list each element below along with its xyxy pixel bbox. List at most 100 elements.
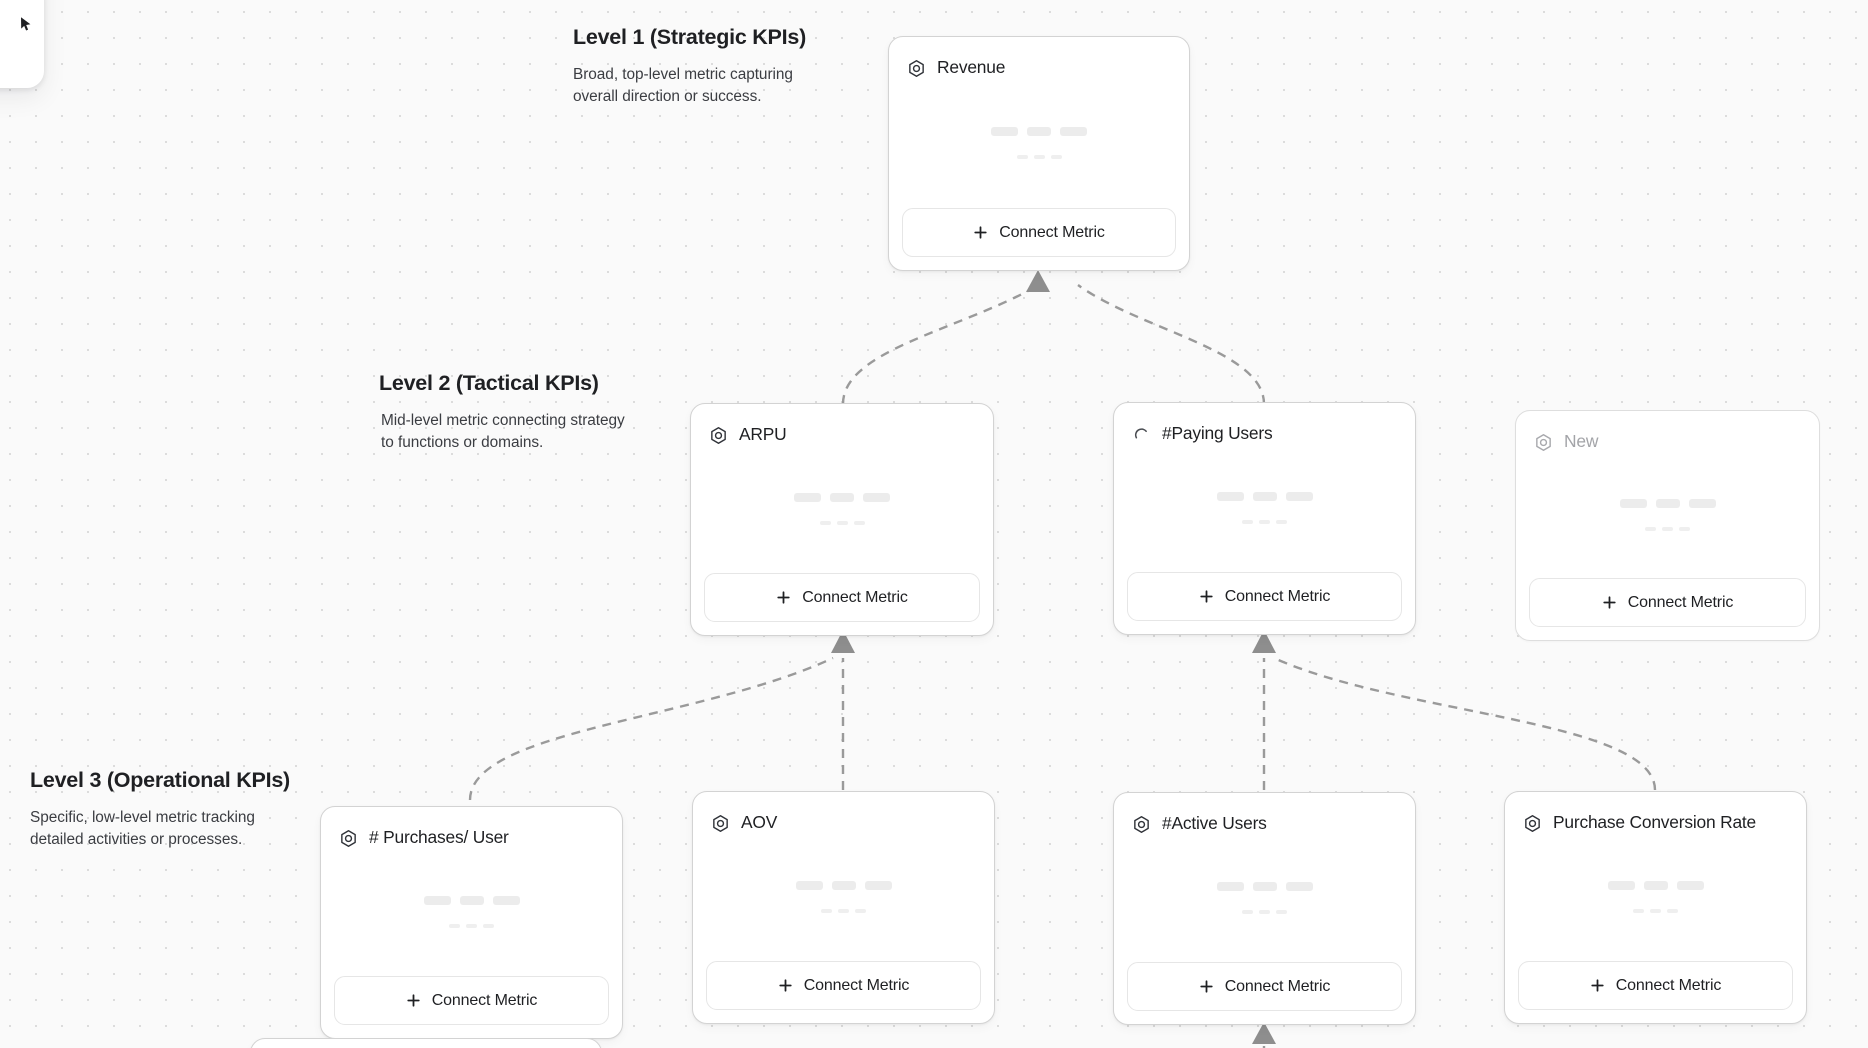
skeleton-bar <box>1033 154 1045 159</box>
skeleton-bar <box>1216 881 1244 891</box>
card-skeleton-body <box>693 838 994 961</box>
card-skeleton-body <box>321 853 622 976</box>
hexagon-metric-icon <box>709 426 728 445</box>
connect-metric-button[interactable]: Connect Metric <box>902 208 1176 257</box>
skeleton-row-secondary <box>1242 519 1287 524</box>
skeleton-row-secondary <box>1633 908 1678 913</box>
card-header: Revenue <box>889 37 1189 83</box>
skeleton-row-primary <box>1619 498 1716 508</box>
card-header <box>251 1039 601 1048</box>
level-2-title: Level 2 (Tactical KPIs) <box>379 371 599 395</box>
skeleton-bar <box>1633 908 1644 913</box>
card-title: Purchase Conversion Rate <box>1553 812 1757 833</box>
plus-icon <box>776 590 791 605</box>
skeleton-bar <box>853 520 865 525</box>
level-1-label: Level 1 (Strategic KPIs) Broad, top-leve… <box>573 24 833 109</box>
metric-card-purchase-conversion-rate[interactable]: Purchase Conversion Rate Connect Metric <box>1504 791 1807 1024</box>
skeleton-bar <box>1662 526 1673 531</box>
skeleton-bar <box>423 895 451 905</box>
card-skeleton-body <box>691 450 993 573</box>
skeleton-row-primary <box>1216 881 1313 891</box>
skeleton-bar <box>1667 908 1678 913</box>
plus-icon <box>973 225 988 240</box>
skeleton-bar <box>1216 491 1244 501</box>
hexagon-metric-icon <box>907 59 926 78</box>
connect-metric-button[interactable]: Connect Metric <box>1127 572 1402 621</box>
metric-card-purchases-per-user[interactable]: # Purchases/ User Connect Metric <box>320 806 623 1039</box>
edge-arpu-to-revenue <box>841 283 1040 405</box>
card-header: #Paying Users <box>1114 403 1415 449</box>
skeleton-bar <box>821 908 832 913</box>
card-skeleton-body <box>1114 839 1415 962</box>
cursor-arrow-icon <box>18 16 34 32</box>
skeleton-row-secondary <box>821 908 866 913</box>
skeleton-row-primary <box>1216 491 1313 501</box>
connect-metric-label: Connect Metric <box>802 588 908 606</box>
skeleton-bar <box>830 492 854 502</box>
card-skeleton-body <box>1505 838 1806 961</box>
hexagon-metric-icon <box>711 814 730 833</box>
skeleton-bar <box>1619 498 1647 508</box>
card-header: Purchase Conversion Rate <box>1505 792 1806 838</box>
hexagon-metric-icon <box>1132 815 1151 834</box>
skeleton-bar <box>1259 909 1270 914</box>
plus-icon <box>1199 589 1214 604</box>
edge-paying-users-to-revenue <box>1077 284 1266 405</box>
connect-metric-button[interactable]: Connect Metric <box>706 961 981 1010</box>
card-title: Revenue <box>937 57 1006 78</box>
skeleton-row-secondary <box>1242 909 1287 914</box>
skeleton-bar <box>1655 498 1680 508</box>
metric-card-aov[interactable]: AOV Connect Metric <box>692 791 995 1024</box>
hexagon-metric-icon <box>1523 814 1542 833</box>
metric-card-new[interactable]: New Connect Metric <box>1515 410 1820 641</box>
skeleton-bar <box>1060 126 1087 136</box>
connect-metric-label: Connect Metric <box>803 976 910 994</box>
connect-metric-label: Connect Metric <box>1615 976 1722 994</box>
metric-card-paying-users[interactable]: #Paying Users Connect Metric <box>1113 402 1416 635</box>
skeleton-row-secondary <box>1016 154 1062 159</box>
skeleton-bar <box>795 880 823 890</box>
skeleton-row-primary <box>794 492 890 502</box>
skeleton-bar <box>1242 909 1253 914</box>
card-skeleton-body <box>1114 449 1415 572</box>
skeleton-bar <box>1252 491 1277 501</box>
skeleton-bar <box>1259 519 1270 524</box>
card-header: #Active Users <box>1114 793 1415 839</box>
plus-icon <box>406 993 421 1008</box>
card-header: ARPU <box>691 404 993 450</box>
arrowhead-revenue <box>1026 270 1050 292</box>
metric-card-offscreen-partial[interactable] <box>250 1038 602 1048</box>
card-skeleton-body <box>889 83 1189 208</box>
hexagon-metric-icon <box>1534 433 1553 452</box>
card-header: # Purchases/ User <box>321 807 622 853</box>
connect-metric-label: Connect Metric <box>1627 593 1734 611</box>
skeleton-bar <box>1285 491 1313 501</box>
skeleton-bar <box>1688 498 1716 508</box>
edge-purchases-to-arpu <box>468 656 834 801</box>
skeleton-bar <box>1645 526 1656 531</box>
skeleton-bar <box>838 908 849 913</box>
metric-card-revenue[interactable]: Revenue Connect Metric <box>888 36 1190 271</box>
skeleton-row-primary <box>795 880 892 890</box>
metric-card-active-users[interactable]: #Active Users Connect Metric <box>1113 792 1416 1025</box>
connect-metric-button[interactable]: Connect Metric <box>334 976 609 1025</box>
connect-metric-button[interactable]: Connect Metric <box>1529 578 1806 627</box>
connect-metric-button[interactable]: Connect Metric <box>704 573 980 622</box>
connect-metric-label: Connect Metric <box>431 991 538 1009</box>
skeleton-bar <box>1643 880 1668 890</box>
skeleton-bar <box>1027 126 1051 136</box>
skeleton-bar <box>794 492 821 502</box>
skeleton-bar <box>1607 880 1635 890</box>
skeleton-bar <box>483 923 494 928</box>
skeleton-row-primary <box>991 126 1087 136</box>
connect-metric-label: Connect Metric <box>1224 977 1331 995</box>
card-title: ARPU <box>739 424 787 445</box>
connect-metric-button[interactable]: Connect Metric <box>1127 962 1402 1011</box>
level-3-label: Level 3 (Operational KPIs) Specific, low… <box>30 767 295 852</box>
floating-toolbar-panel[interactable] <box>0 0 44 88</box>
plus-icon <box>1199 979 1214 994</box>
connect-metric-button[interactable]: Connect Metric <box>1518 961 1793 1010</box>
metric-card-arpu[interactable]: ARPU Connect Metric <box>690 403 994 636</box>
arrowhead-active-users <box>1252 1022 1276 1044</box>
